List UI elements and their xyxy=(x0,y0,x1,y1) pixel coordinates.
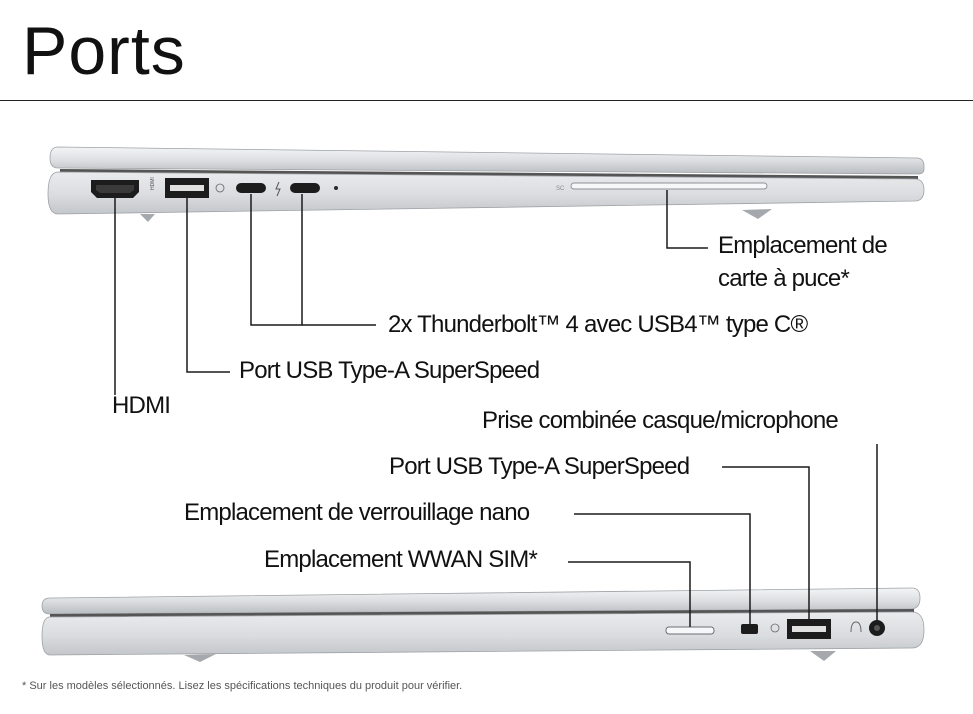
audio-jack-label: Prise combinée casque/microphone xyxy=(482,407,839,434)
thunderbolt-icon xyxy=(275,181,281,197)
smartcard-label-line2: carte à puce* xyxy=(718,265,850,292)
title-divider xyxy=(0,100,973,101)
audio-jack-icon xyxy=(869,620,885,636)
usb-a-port-icon xyxy=(787,619,831,639)
hdmi-label: HDMI xyxy=(112,392,171,419)
page-title: Ports xyxy=(22,13,186,89)
headset-icon xyxy=(850,621,862,633)
hdmi-marking: HDMI xyxy=(150,177,156,190)
smartcard-label-line1: Emplacement de xyxy=(718,232,888,259)
wwan-sim-label: Emplacement WWAN SIM* xyxy=(264,546,538,573)
usb-a-port-icon xyxy=(165,178,225,198)
thunderbolt-label: 2x Thunderbolt™ 4 avec USB4™ type C® xyxy=(388,311,808,338)
smartcard-marking: SC xyxy=(556,186,565,192)
laptop-left-side xyxy=(47,146,925,222)
usb-c-port-icon xyxy=(290,183,320,193)
nano-lock-icon xyxy=(741,624,758,634)
usb-a-right-label: Port USB Type-A SuperSpeed xyxy=(389,453,690,480)
hdmi-port-icon xyxy=(91,180,139,198)
usb-a-left-label: Port USB Type-A SuperSpeed xyxy=(239,357,540,384)
usb-c-port-icon xyxy=(236,183,266,193)
laptop-right-side xyxy=(41,587,925,662)
wwan-sim-slot-icon xyxy=(665,626,715,635)
nano-lock-label: Emplacement de verrouillage nano xyxy=(184,499,530,526)
footnote: * Sur les modèles sélectionnés. Lisez le… xyxy=(22,680,463,692)
led-indicator xyxy=(334,186,338,190)
smartcard-slot-icon xyxy=(570,182,768,190)
leader-lines xyxy=(114,190,878,627)
